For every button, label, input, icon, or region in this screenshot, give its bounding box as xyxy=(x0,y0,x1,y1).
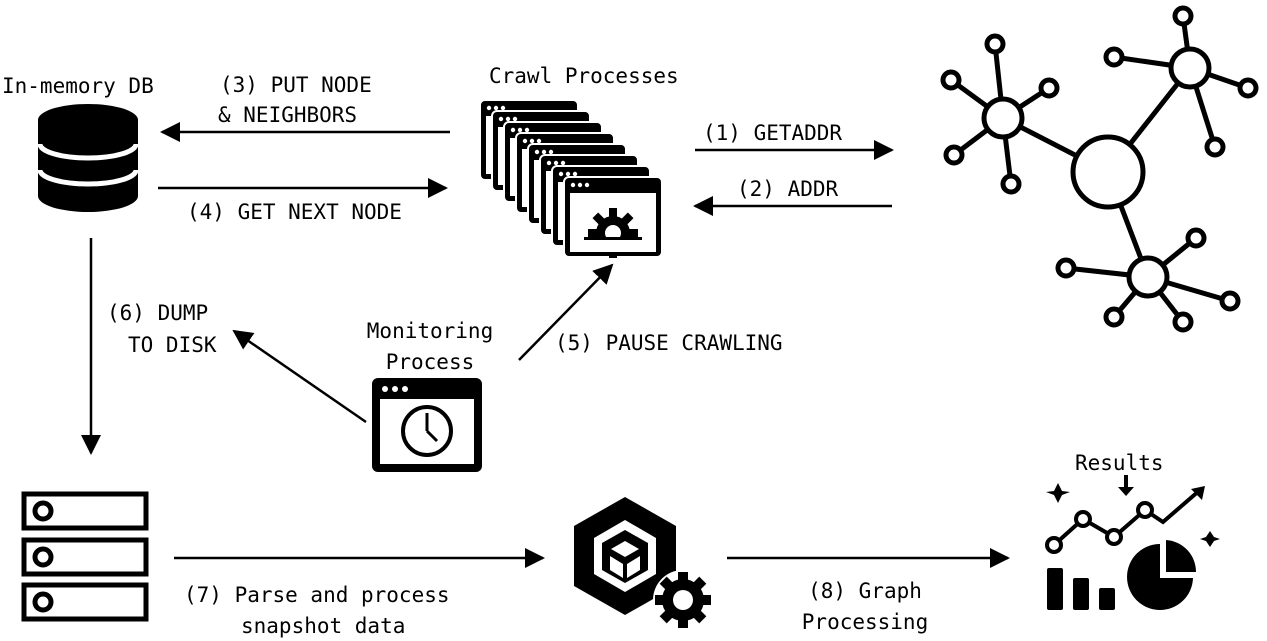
network-graph-icon xyxy=(940,5,1259,333)
gear-icon xyxy=(570,208,656,258)
label-get-next-node: (4) GET NEXT NODE xyxy=(187,200,402,224)
arrow-dump-to-disk xyxy=(232,329,367,424)
label-dump-1: (6) DUMP xyxy=(107,301,209,325)
label-parse-2: snapshot data xyxy=(241,614,406,638)
database-icon xyxy=(37,104,139,212)
arrow-pause-crawling xyxy=(518,263,614,361)
monitoring-process-icon xyxy=(372,378,482,472)
label-graph-1: (8) Graph xyxy=(808,579,922,603)
label-put-node-1: (3) PUT NODE xyxy=(220,73,372,97)
label-dump-2: TO DISK xyxy=(128,333,217,357)
label-in-memory-db: In-memory DB xyxy=(2,74,154,98)
label-addr: (2) ADDR xyxy=(737,177,839,201)
label-monitoring-2: Process xyxy=(385,350,475,374)
label-getaddr: (1) GETADDR xyxy=(703,121,843,145)
label-monitoring-1: Monitoring xyxy=(366,319,494,343)
label-graph-2: Processing xyxy=(801,610,929,634)
label-pause-crawling: (5) PAUSE CRAWLING xyxy=(555,331,783,355)
gear-icon xyxy=(653,570,713,630)
label-results: Results xyxy=(1075,451,1164,475)
results-chart-icon xyxy=(1045,475,1220,610)
disk-storage-icon xyxy=(21,491,149,622)
processing-cube-icon xyxy=(574,497,713,630)
crawl-processes-icon xyxy=(479,99,663,258)
label-put-node-2: & NEIGHBORS xyxy=(218,103,358,127)
label-parse-1: (7) Parse and process xyxy=(184,583,450,607)
label-crawl-processes: Crawl Processes xyxy=(489,64,679,88)
